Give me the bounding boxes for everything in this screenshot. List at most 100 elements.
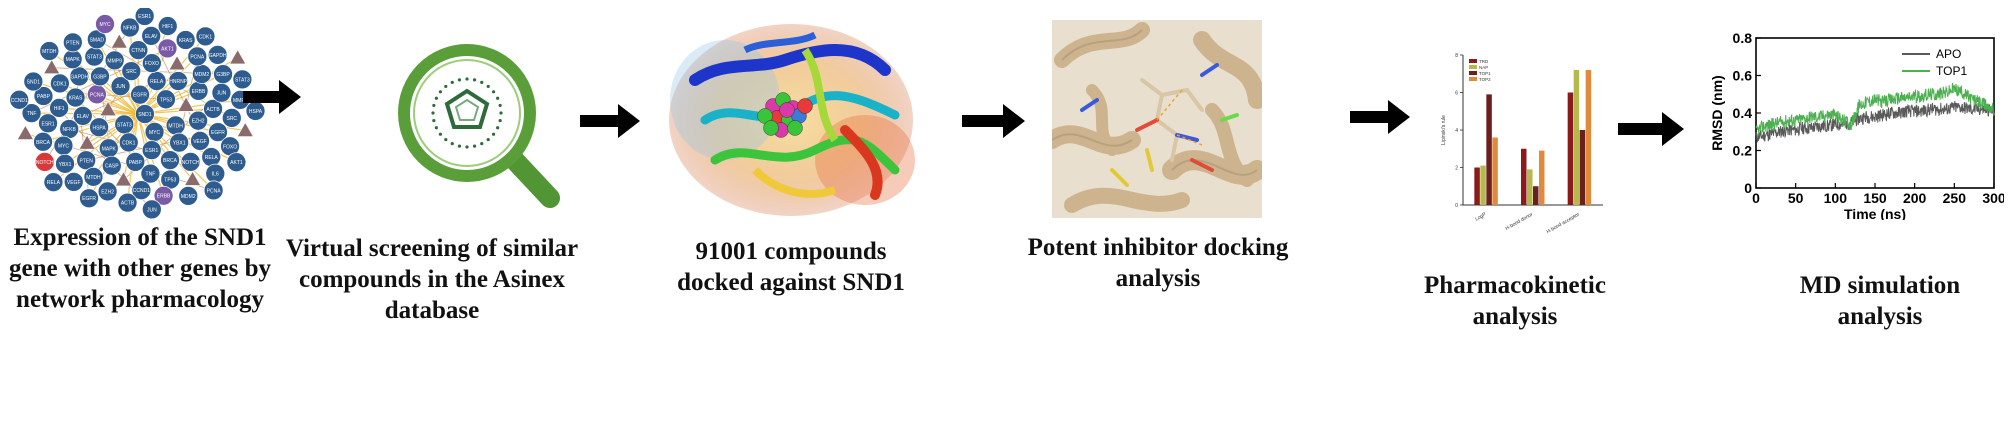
network-node-label: KRAS <box>179 38 193 44</box>
network-node-label: TP53 <box>164 177 176 183</box>
network-node-label: RELA <box>150 79 164 85</box>
network-node-label: ESR1 <box>41 121 54 127</box>
pk-y-tick-label: 2 <box>1455 166 1458 172</box>
network-node-label: TP53 <box>160 97 172 103</box>
network-node <box>69 66 90 87</box>
network-node-label: HIF1 <box>54 106 65 112</box>
network-node <box>110 76 131 97</box>
network-node-label: PCNA <box>190 54 205 60</box>
pk-category-label: LogP <box>1474 211 1488 222</box>
pk-y-tick-label: 0 <box>1455 203 1458 209</box>
arrow-3 <box>962 104 1025 138</box>
md-y-tick-label: 0.2 <box>1733 143 1753 159</box>
network-node-label: CCND1 <box>133 188 150 194</box>
network-node-label: MYC <box>58 144 70 150</box>
network-node-label: ACTB <box>206 107 220 113</box>
network-node-label: EGFR <box>211 130 225 136</box>
network-node-label: AKT1 <box>161 46 174 52</box>
arrow-2 <box>580 104 640 138</box>
screening-dot <box>438 132 443 136</box>
network-triangle-node <box>177 96 195 112</box>
pk-bar <box>1579 130 1586 205</box>
md-legend-label: TOP1 <box>1936 64 1967 78</box>
network-node-label: PCNA <box>90 92 105 98</box>
pk-bar <box>1585 70 1592 205</box>
inhibitor-panel <box>1052 20 1262 218</box>
network-node-label: PABP <box>37 94 51 100</box>
network-node <box>90 66 110 87</box>
network-nodes: SND1STAT3EGFRMYCTP53CDK1JUNMTDHHSPARELAE… <box>9 6 266 220</box>
network-node <box>142 53 162 73</box>
network-triangle-node <box>168 55 186 71</box>
network-node-label: AKT1 <box>230 160 243 166</box>
network-node <box>153 185 174 206</box>
ligand-sphere <box>797 98 813 114</box>
screening-dot <box>457 144 462 148</box>
network-node-label: MAPK <box>102 146 117 152</box>
pk-y-label: Lipinski's rule <box>1441 115 1447 145</box>
pk-category-label: H-bond donor <box>1505 211 1535 232</box>
network-triangle-node <box>16 124 34 140</box>
arrow-5 <box>1618 112 1684 146</box>
network-node <box>157 38 178 59</box>
screening-dot <box>498 118 502 123</box>
md-x-tick-label: 50 <box>1788 190 1804 206</box>
network-node <box>95 14 115 34</box>
network-node-label: EGFR <box>133 93 147 99</box>
network-node-label: RELA <box>205 155 219 161</box>
network-node <box>207 45 228 65</box>
pk-legend-label: TRD <box>1479 59 1489 64</box>
network-node-label: EZH2 <box>101 189 114 195</box>
network-node-label: MMP9 <box>107 58 122 64</box>
network-node-label: EZH2 <box>192 119 205 125</box>
screening-dot <box>450 142 454 146</box>
network-node <box>157 16 178 36</box>
network-node <box>190 131 210 151</box>
caption-network: Expression of the SND1 gene with other g… <box>8 224 272 313</box>
pk-legend-label: TOP2 <box>1479 77 1491 82</box>
network-node <box>169 132 190 153</box>
network-node-label: YBX1 <box>59 162 72 168</box>
md-x-tick-label: 100 <box>1824 190 1848 206</box>
screening-dot <box>486 137 490 142</box>
md-y-tick-label: 0.4 <box>1733 105 1753 121</box>
network-node-label: ESR1 <box>138 14 151 20</box>
ligand-sphere <box>779 102 795 118</box>
network-node <box>130 84 150 105</box>
screening-dot <box>499 111 503 115</box>
network-node-label: MDM2 <box>181 194 196 200</box>
network-node-label: PCNA <box>207 188 222 194</box>
screening-dot <box>434 126 438 130</box>
md-legend-label: APO <box>1936 47 1961 61</box>
network-node <box>79 188 99 209</box>
md-y-tick-label: 0.6 <box>1733 68 1753 84</box>
pk-bar <box>1474 167 1480 205</box>
md-series-apo <box>1755 101 1995 143</box>
network-node <box>118 132 139 153</box>
network-node-label: STAT3 <box>235 77 250 83</box>
network-node-label: SRC <box>126 69 137 75</box>
network-node <box>34 152 55 172</box>
protein-structure <box>669 24 915 216</box>
network-node-label: NFKB <box>63 127 77 133</box>
network-node-label: KRAS <box>69 96 83 102</box>
network-node-label: BRCA <box>36 140 51 146</box>
pk-bar <box>1539 150 1545 205</box>
network-node-label: EGFR <box>82 196 96 202</box>
network-node <box>168 71 189 91</box>
network-node <box>97 181 118 202</box>
network-node <box>9 89 30 110</box>
network-node <box>89 117 109 138</box>
network-node <box>39 41 60 61</box>
network-node <box>187 46 208 67</box>
pk-legend-swatch <box>1469 77 1477 81</box>
network-triangle-node <box>236 121 254 137</box>
network-node-label: JUN <box>217 91 227 97</box>
network-node <box>21 103 42 123</box>
network-node-label: G3BP <box>216 72 230 78</box>
ligand-spheres <box>757 92 813 138</box>
network-node-label: G3BP <box>93 74 107 80</box>
screening-dot <box>480 80 484 84</box>
